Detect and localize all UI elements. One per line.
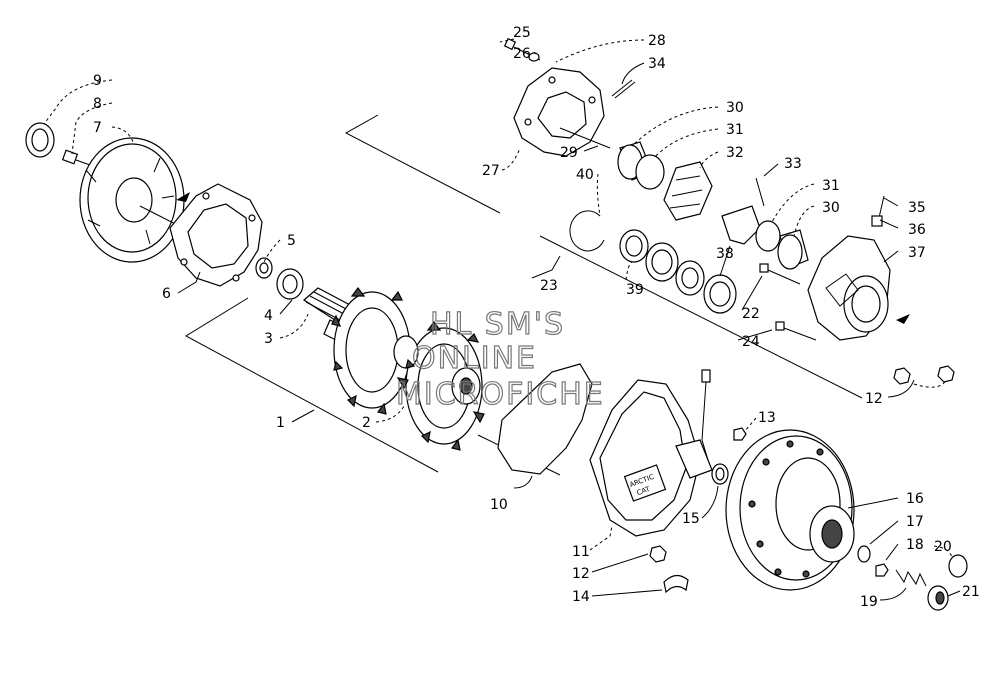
callout-6: 6 (162, 286, 171, 302)
leader-lines (43, 38, 961, 601)
brake-pad-part-32 (663, 161, 713, 221)
callout-17: 17 (906, 514, 924, 530)
callout-7: 7 (93, 120, 102, 136)
gasket-part-10 (497, 363, 593, 475)
assembly-arrow-left (176, 192, 190, 202)
spring-part-19 (895, 569, 927, 587)
watermark-line-3: MICROFICHE (396, 377, 605, 412)
callout-14: 14 (572, 589, 590, 605)
washer-part-26 (528, 52, 540, 62)
callout-15: 15 (682, 511, 700, 527)
callout-10: 10 (490, 497, 508, 513)
callout-37: 37 (908, 245, 926, 261)
callout-28: 28 (648, 33, 666, 49)
seal-part-38 (645, 242, 737, 314)
callout-31-upper: 31 (726, 122, 744, 138)
seal-part-31-lower (755, 220, 781, 252)
pin-part-34 (611, 79, 636, 99)
callout-29: 29 (560, 145, 578, 161)
callout-25: 25 (513, 25, 531, 41)
callout-34: 34 (648, 56, 666, 72)
callout-8: 8 (93, 96, 102, 112)
callout-3: 3 (264, 331, 273, 347)
callout-23: 23 (540, 278, 558, 294)
caliper-half-part-37 (807, 235, 891, 341)
callout-5: 5 (287, 233, 296, 249)
callout-16: 16 (906, 491, 924, 507)
seal-part-31-upper (635, 154, 665, 190)
nut-part-12-right (893, 365, 955, 385)
callout-22: 22 (742, 306, 760, 322)
callout-38: 38 (716, 246, 734, 262)
callout-24: 24 (742, 334, 760, 350)
callout-30-lower: 30 (822, 200, 840, 216)
callout-31-lower: 31 (822, 178, 840, 194)
seal-part-15 (711, 463, 729, 485)
snap-ring-part-9 (25, 122, 55, 158)
bolt-part-25 (503, 37, 541, 61)
callout-11: 11 (572, 544, 590, 560)
clamp-part-14 (663, 574, 689, 594)
callout-20: 20 (934, 539, 952, 555)
callout-32: 32 (726, 145, 744, 161)
nut-part-12-lower (649, 545, 667, 563)
washer-part-17 (857, 545, 871, 563)
brake-disc-part-16 (725, 429, 855, 591)
caliper-half-part-27 (513, 67, 605, 157)
callout-26: 26 (513, 46, 531, 62)
bolt-part-18 (875, 563, 889, 577)
callout-19: 19 (860, 594, 878, 610)
watermark-line-2: ONLINE (412, 341, 537, 376)
gearcase-part-11: ARCTIC CAT (589, 379, 713, 537)
callout-labels: 9 8 7 6 5 4 3 1 2 25 26 28 34 27 29 30 3… (93, 25, 980, 610)
bearing-part-4 (276, 268, 304, 300)
cap-part-20 (948, 554, 968, 578)
assembly-arrow-right (896, 314, 910, 324)
callout-1: 1 (276, 415, 285, 431)
callout-33: 33 (784, 156, 802, 172)
snap-ring-part-40 (569, 210, 605, 252)
pad-plate-part-33 (721, 177, 765, 245)
drive-sprocket-assembly-part-2 (323, 287, 485, 451)
callout-18: 18 (906, 537, 924, 553)
nut-part-5 (255, 257, 273, 279)
bolt-part-13 (733, 427, 747, 441)
callout-30-upper: 30 (726, 100, 744, 116)
nut-part-21 (927, 585, 949, 611)
callout-12-lower: 12 (572, 566, 590, 582)
callout-2: 2 (362, 415, 371, 431)
callout-21: 21 (962, 584, 980, 600)
callout-13: 13 (758, 410, 776, 426)
watermark-line-1: HL SM'S (430, 307, 565, 342)
callout-40: 40 (576, 167, 594, 183)
sensor-wire (701, 369, 711, 461)
callout-9: 9 (93, 73, 102, 89)
callout-4: 4 (264, 308, 273, 324)
callout-36: 36 (908, 222, 926, 238)
pin-part-29 (559, 127, 611, 149)
bearing-housing-part-6 (169, 183, 263, 287)
piston-part-30-lower (777, 229, 809, 270)
callout-27: 27 (482, 163, 500, 179)
callout-39: 39 (626, 282, 644, 298)
driven-clutch-part-7 (79, 137, 185, 263)
bearing-part-39 (619, 229, 649, 263)
callout-35: 35 (908, 200, 926, 216)
bolt-part-22 (759, 263, 801, 285)
watermark: HL SM'S ONLINE MICROFICHE (395, 306, 605, 412)
bolt-part-24 (775, 321, 817, 341)
assembly-bracket-23 (344, 114, 863, 399)
callout-12-right: 12 (865, 391, 883, 407)
